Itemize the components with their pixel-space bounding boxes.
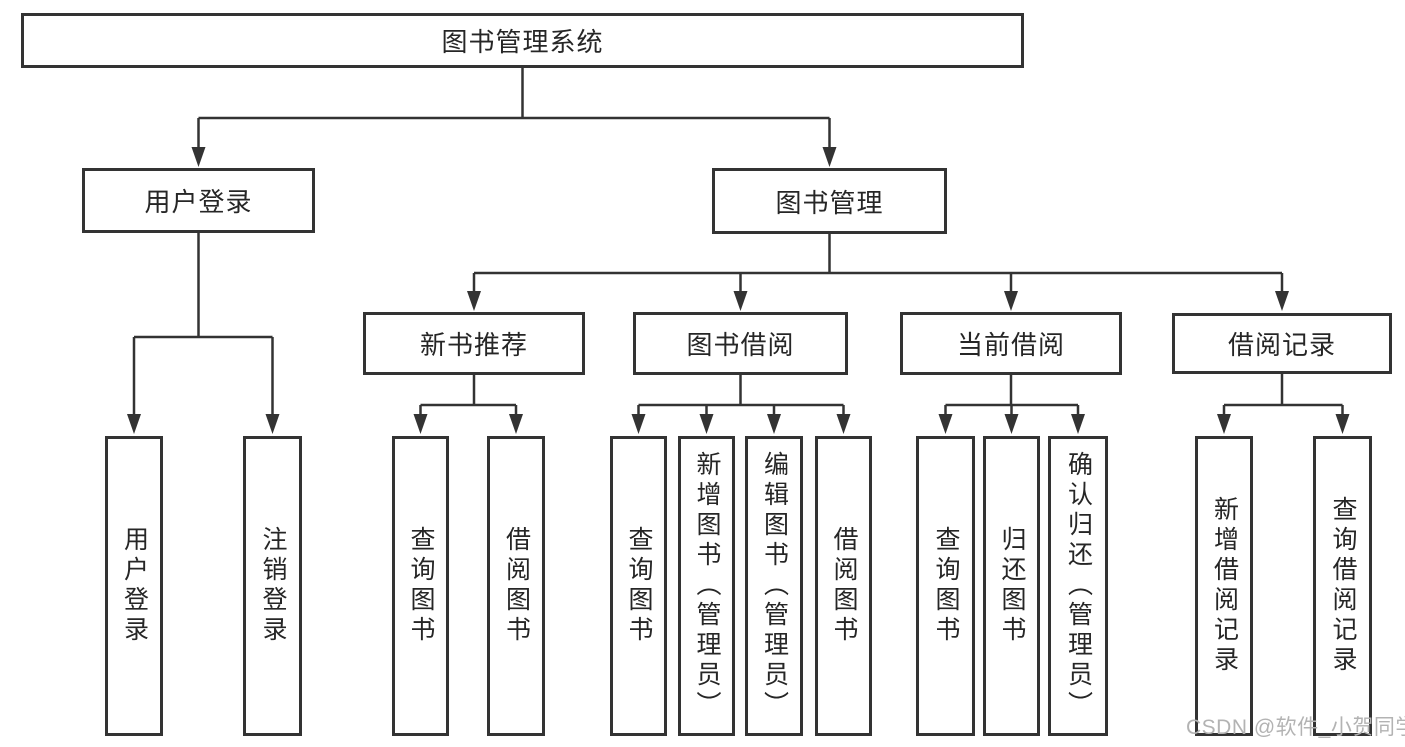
leaf-borrow-books-borrowing: 借阅图书 — [815, 436, 872, 736]
leaf-query-books-current: 查询图书 — [916, 436, 975, 736]
leaf-user-login: 用户登录 — [105, 436, 163, 736]
arrowhead-down-icon — [1335, 414, 1350, 434]
csdn-watermark: CSDN @软件_小贺同学 — [1186, 716, 1405, 739]
connector-user-login-children — [132, 233, 274, 416]
arrowhead-down-icon — [127, 414, 141, 434]
connector-book-management-children — [472, 234, 1284, 293]
connector-new-book-recommend-children — [419, 375, 518, 416]
node-user-login: 用户登录 — [82, 168, 315, 233]
leaf-edit-books-admin: 编辑图书（管理员） — [745, 436, 803, 736]
arrowhead-down-icon — [413, 414, 428, 434]
arrowhead-down-icon — [699, 414, 714, 434]
leaf-logout-login: 注销登录 — [243, 436, 302, 736]
arrowhead-down-icon — [1004, 414, 1019, 434]
arrowhead-down-icon — [733, 291, 748, 311]
arrowhead-down-icon — [836, 414, 851, 434]
leaf-query-books-recommend: 查询图书 — [392, 436, 449, 736]
leaf-borrow-books-recommend: 借阅图书 — [487, 436, 545, 736]
arrowhead-down-icon — [1217, 414, 1231, 434]
leaf-query-borrow-record: 查询借阅记录 — [1313, 436, 1372, 736]
connector-borrowing-records-children — [1222, 374, 1344, 416]
arrowhead-down-icon — [631, 414, 646, 434]
arrowhead-down-icon — [509, 414, 523, 434]
arrowhead-down-icon — [467, 291, 481, 311]
leaf-confirm-return-admin: 确认归还（管理员） — [1048, 436, 1108, 736]
arrowhead-down-icon — [265, 414, 280, 434]
node-current-borrowing: 当前借阅 — [900, 312, 1122, 375]
leaf-return-books: 归还图书 — [983, 436, 1040, 736]
connector-book-borrowing-children — [637, 375, 845, 416]
arrowhead-down-icon — [767, 414, 781, 434]
leaf-add-borrow-record: 新增借阅记录 — [1195, 436, 1253, 736]
arrowhead-down-icon — [191, 147, 206, 167]
node-book-management: 图书管理 — [712, 168, 947, 234]
arrowhead-down-icon — [1004, 291, 1018, 311]
arrowhead-down-icon — [938, 414, 953, 434]
node-new-book-recommend: 新书推荐 — [363, 312, 585, 375]
leaf-add-books-admin: 新增图书（管理员） — [678, 436, 735, 736]
node-book-borrowing: 图书借阅 — [633, 312, 848, 375]
node-root: 图书管理系统 — [21, 13, 1024, 68]
arrowhead-down-icon — [822, 147, 837, 167]
connector-current-borrowing-children — [944, 375, 1080, 416]
leaf-query-books-borrowing: 查询图书 — [610, 436, 667, 736]
node-borrowing-records: 借阅记录 — [1172, 313, 1392, 374]
arrowhead-down-icon — [1275, 291, 1289, 311]
arrowhead-down-icon — [1071, 414, 1085, 434]
connector-root-to-level2 — [197, 68, 831, 150]
arrowheads — [127, 147, 1350, 434]
